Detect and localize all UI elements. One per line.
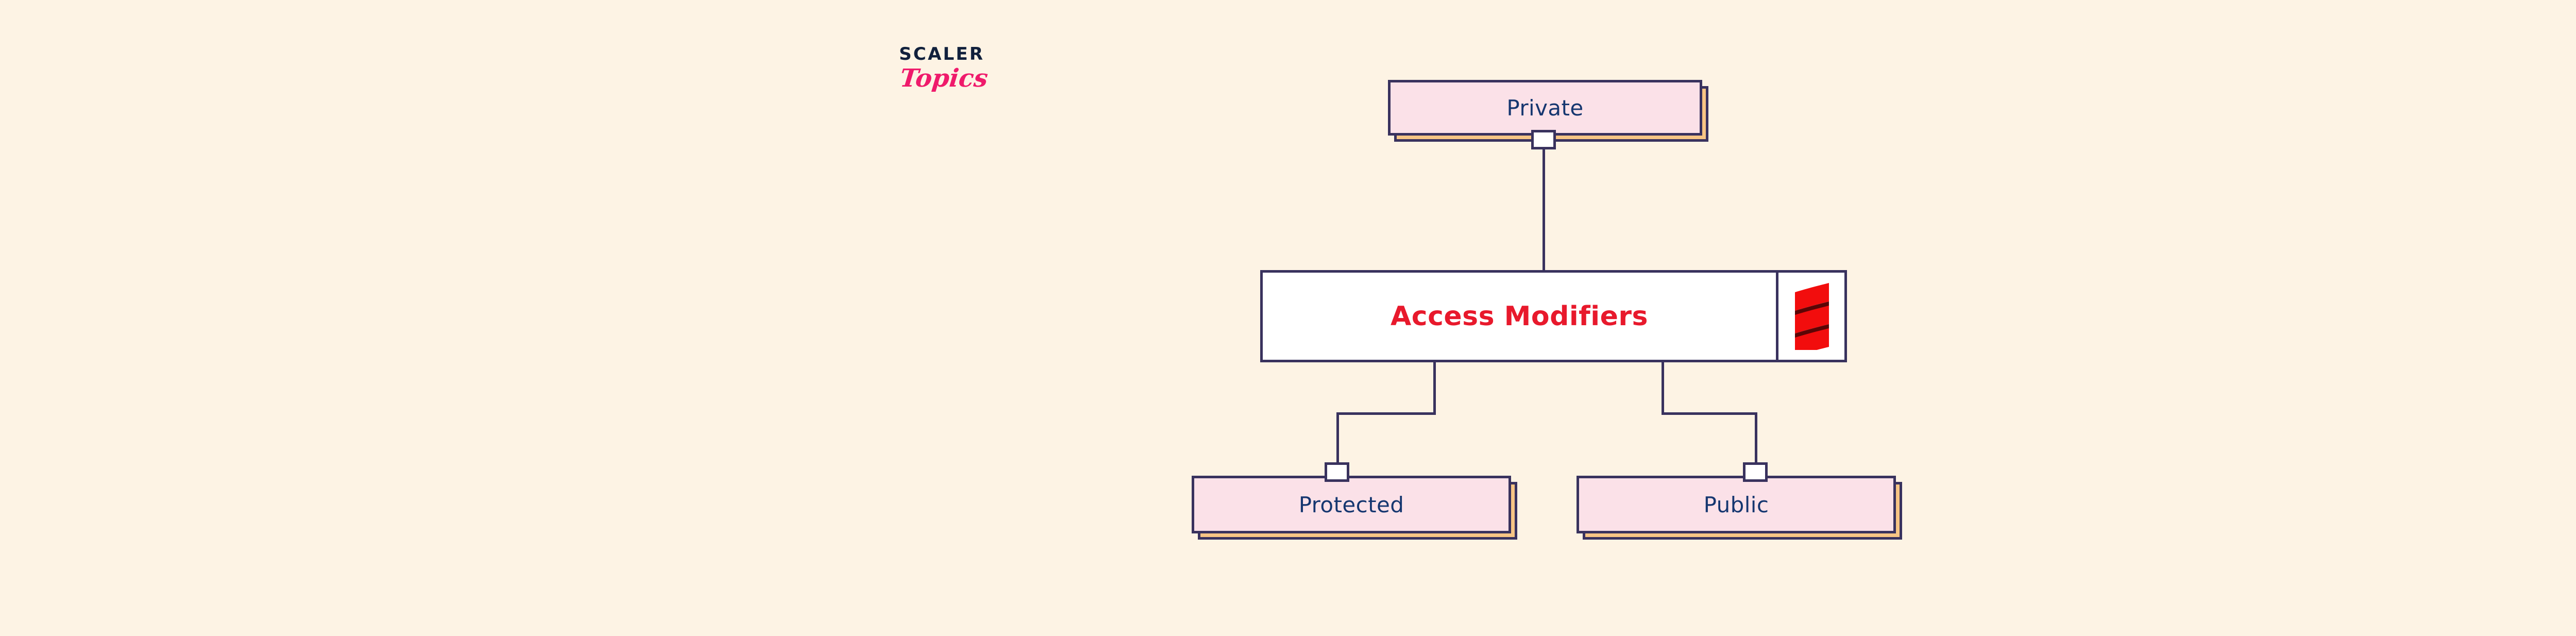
connector-root-to-protected-segment-3: [1336, 412, 1339, 477]
node-access-modifiers-title-cell: Access Modifiers: [1263, 273, 1776, 360]
node-protected-label: Protected: [1298, 492, 1404, 517]
connector-root-to-public-segment-1: [1662, 361, 1664, 414]
brand-scaler-wordmark: SCALER: [899, 44, 985, 64]
node-access-modifiers-label: Access Modifiers: [1391, 300, 1648, 332]
connector-root-to-protected-segment-1: [1433, 361, 1436, 414]
node-protected[interactable]: Protected: [1192, 476, 1511, 533]
brand-topics-wordmark: Topics: [899, 64, 990, 93]
node-public-label: Public: [1703, 492, 1769, 517]
node-access-modifiers[interactable]: Access Modifiers: [1260, 270, 1847, 362]
node-access-modifiers-logo-cell: [1776, 273, 1844, 360]
connector-nub-protected: [1325, 462, 1349, 482]
node-public[interactable]: Public: [1577, 476, 1896, 533]
connector-nub-public: [1743, 462, 1768, 482]
connector-private-to-root: [1543, 142, 1545, 272]
scala-logo-icon: [1795, 282, 1829, 350]
connector-root-to-public-segment-3: [1755, 412, 1757, 477]
node-private[interactable]: Private: [1388, 80, 1702, 136]
scaler-topics-logo: SCALER Topics: [899, 45, 1033, 112]
connector-root-to-protected-segment-2: [1336, 412, 1436, 415]
node-private-label: Private: [1506, 95, 1584, 121]
connector-nub-private: [1531, 130, 1556, 149]
connector-root-to-public-segment-2: [1662, 412, 1757, 415]
